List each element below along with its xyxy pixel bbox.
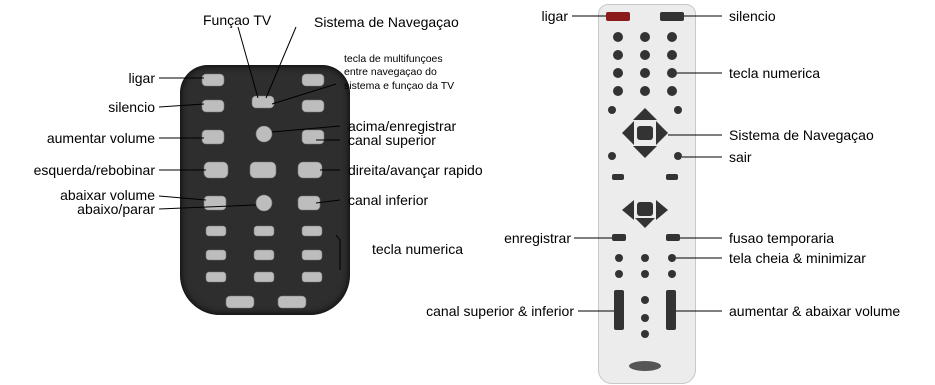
light-num-button[interactable] (613, 86, 623, 96)
light-num-button[interactable] (640, 32, 650, 42)
label-tela-cheia: tela cheia & minimizar (729, 250, 866, 266)
label-ligar-right: ligar (541, 8, 568, 24)
label-sair: sair (729, 149, 752, 165)
label-multifuncoes-line2: entre navegaçao do (344, 66, 437, 78)
light-small-button[interactable] (615, 270, 623, 278)
light-enregistrar-button[interactable] (612, 234, 626, 241)
dark-bottom-button[interactable] (225, 295, 255, 309)
label-sistema-navegacao-right: Sistema de Navegaçao (729, 127, 874, 143)
light-num-button[interactable] (613, 50, 623, 60)
dark-vol-up-button[interactable] (201, 129, 225, 145)
label-ligar-left: ligar (128, 70, 155, 86)
label-esquerda-rebobinar: esquerda/rebobinar (33, 162, 155, 178)
light-tela-cheia-button[interactable] (668, 254, 676, 262)
light-nav-right-button[interactable] (656, 121, 668, 145)
light-side-button[interactable] (608, 152, 616, 160)
light-side-button[interactable] (608, 106, 616, 114)
light-ligar-button[interactable] (606, 12, 630, 21)
light-side-button[interactable] (674, 106, 682, 114)
label-canal-superior: canal superior (348, 132, 436, 148)
dark-vol-down-button[interactable] (203, 195, 227, 211)
light-nav2-ok-button[interactable] (637, 202, 653, 216)
dark-num-button[interactable] (205, 249, 227, 261)
light-small-button[interactable] (668, 270, 676, 278)
light-nav-up-button[interactable] (633, 108, 657, 120)
dark-ok-button[interactable] (249, 161, 277, 179)
light-small-button[interactable] (615, 254, 623, 262)
light-num-button[interactable] (640, 86, 650, 96)
light-num-button[interactable] (667, 68, 677, 78)
light-num-button[interactable] (640, 50, 650, 60)
label-abaixar-volume: abaixar volume (60, 187, 155, 203)
light-volume-rocker[interactable] (666, 290, 676, 330)
dark-num-button[interactable] (253, 271, 275, 283)
brand-logo-icon (629, 361, 661, 371)
label-direita-avancar: direita/avançar rapido (348, 162, 483, 178)
light-nav2-right-button[interactable] (656, 200, 668, 220)
light-small-button[interactable] (641, 296, 649, 304)
light-small-button[interactable] (641, 330, 649, 338)
light-small-button[interactable] (641, 314, 649, 322)
light-nav2-left-button[interactable] (622, 200, 634, 220)
label-multifuncoes-line3: sistema e funçao da TV (344, 80, 455, 92)
dark-left-button[interactable] (203, 161, 229, 179)
dark-multifuncao-button[interactable] (251, 95, 275, 109)
dark-num-button[interactable] (301, 271, 323, 283)
label-canal-sup-inf: canal superior & inferior (426, 303, 574, 319)
light-mid-button[interactable] (666, 174, 678, 180)
dark-ch-up-button[interactable] (301, 129, 325, 145)
dark-ligar-button[interactable] (201, 73, 225, 87)
dark-num-button[interactable] (253, 225, 275, 237)
light-num-button[interactable] (613, 32, 623, 42)
label-silencio-right: silencio (729, 8, 776, 24)
light-num-button[interactable] (613, 68, 623, 78)
light-silencio-button[interactable] (660, 12, 684, 21)
label-enregistrar: enregistrar (504, 230, 571, 246)
dark-num-button[interactable] (301, 225, 323, 237)
light-nav2-down-button[interactable] (635, 218, 655, 228)
dark-num-button[interactable] (205, 225, 227, 237)
dark-up-button[interactable] (255, 125, 273, 143)
label-aumentar-volume: aumentar volume (46, 130, 155, 146)
dark-right-button[interactable] (297, 161, 323, 179)
label-fusao-temporaria: fusao temporaria (729, 230, 835, 246)
light-num-button[interactable] (667, 86, 677, 96)
light-small-button[interactable] (641, 270, 649, 278)
label-acima-enregistrar: acima/enregistrar (348, 118, 457, 134)
light-small-button[interactable] (641, 254, 649, 262)
light-num-button[interactable] (667, 50, 677, 60)
light-nav-down-button[interactable] (633, 146, 657, 158)
light-fusao-button[interactable] (666, 234, 680, 241)
label-tecla-numerica-left: tecla numerica (372, 241, 464, 257)
light-nav-ok-button[interactable] (637, 126, 653, 140)
light-num-button[interactable] (640, 68, 650, 78)
dark-silencio-button[interactable] (201, 99, 225, 113)
light-nav-left-button[interactable] (622, 121, 634, 145)
dark-down-button[interactable] (255, 194, 273, 212)
dark-num-button[interactable] (301, 249, 323, 261)
label-tecla-numerica-right: tecla numerica (729, 65, 821, 81)
label-canal-inferior: canal inferior (348, 192, 429, 208)
light-sair-button[interactable] (674, 152, 682, 160)
label-funcao-tv: Funçao TV (203, 12, 272, 28)
dark-tv-button[interactable] (301, 73, 325, 87)
label-sistema-navegacao-top: Sistema de Navegaçao (314, 14, 459, 30)
light-mid-button[interactable] (612, 174, 624, 180)
label-aumentar-abaixar-volume: aumentar & abaixar volume (729, 303, 901, 319)
light-channel-rocker[interactable] (614, 290, 624, 330)
dark-sistema-button[interactable] (301, 99, 325, 113)
dark-bottom-button[interactable] (277, 295, 307, 309)
label-silencio-left: silencio (108, 99, 155, 115)
light-num-button[interactable] (667, 32, 677, 42)
label-multifuncoes-line1: tecla de multifunçoes (344, 53, 443, 65)
dark-num-button[interactable] (205, 271, 227, 283)
label-abaixo-parar: abaixo/parar (77, 201, 155, 217)
dark-num-button[interactable] (253, 249, 275, 261)
